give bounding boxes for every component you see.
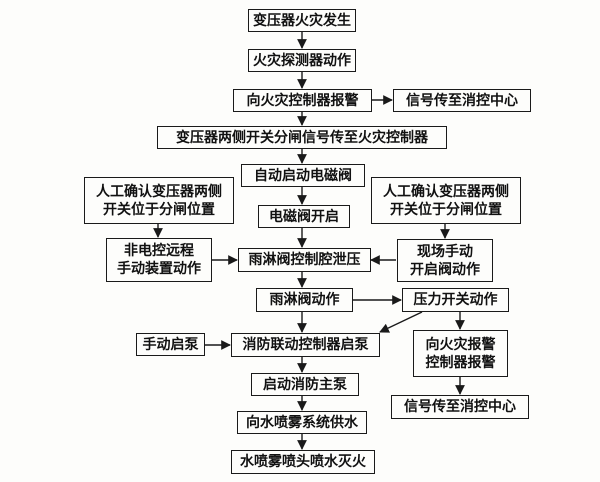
- node-pressure-switch: 压力开关动作: [402, 288, 509, 312]
- node-fire-detector: 火灾探测器动作: [248, 49, 356, 72]
- node-label-line2: 开关位于分闸位置: [103, 201, 215, 218]
- node-alarm-to-controller: 向火灾控制器报警: [233, 89, 372, 112]
- node-signal-to-center-top: 信号传至消控中心: [393, 89, 531, 112]
- node-label: 向水喷雾系统供水: [246, 414, 358, 431]
- node-manual-confirm-left: 人工确认变压器两侧 开关位于分闸位置: [84, 177, 234, 224]
- node-label: 火灾探测器动作: [253, 52, 351, 69]
- node-label: 水喷雾喷头喷水灭火: [240, 454, 366, 470]
- node-deluge-chamber-release: 雨淋阀控制腔泄压: [238, 248, 371, 272]
- node-label: 变压器两侧开关分闸信号传至火灾控制器: [176, 129, 428, 146]
- node-start-main-pump: 启动消防主泵: [251, 373, 359, 396]
- node-breaker-open-signal: 变压器两侧开关分闸信号传至火灾控制器: [157, 126, 447, 149]
- node-label-line1: 人工确认变压器两侧: [383, 183, 509, 200]
- node-valve-open: 电磁阀开启: [258, 205, 350, 228]
- node-remote-manual-device: 非电控远程 手动装置动作: [106, 238, 212, 282]
- node-label: 向火灾控制器报警: [246, 92, 359, 109]
- node-water-supply: 向水喷雾系统供水: [237, 411, 367, 434]
- node-label: 信号传至消控中心: [406, 92, 518, 109]
- arrow-pressure-to-linkage: [379, 311, 423, 333]
- node-label: 启动消防主泵: [263, 376, 347, 393]
- node-label: 手动启泵: [142, 336, 199, 353]
- node-signal-to-center-bottom: 信号传至消控中心: [391, 395, 529, 419]
- node-label: 消防联动控制器启泵: [242, 337, 369, 353]
- node-nozzle-extinguish: 水喷雾喷头喷水灭火: [231, 450, 375, 474]
- node-label-line1: 现场手动: [417, 243, 473, 260]
- node-label: 电磁阀开启: [269, 208, 339, 225]
- node-label: 信号传至消控中心: [404, 399, 516, 415]
- node-label-line1: 向火灾报警: [425, 336, 496, 353]
- node-label-line1: 非电控远程: [124, 243, 194, 259]
- node-linkage-controller-pump: 消防联动控制器启泵: [231, 333, 380, 357]
- node-label: 自动启动电磁阀: [254, 167, 352, 184]
- node-auto-start-valve: 自动启动电磁阀: [241, 164, 365, 187]
- node-label: 雨淋阀动作: [269, 292, 340, 308]
- node-label-line2: 手动装置动作: [117, 261, 201, 277]
- node-onsite-manual-valve: 现场手动 开启阀动作: [397, 239, 493, 282]
- node-label: 雨淋阀控制腔泄压: [248, 252, 361, 268]
- node-alarm-controller-alarm: 向火灾报警 控制器报警: [413, 330, 508, 377]
- node-label: 压力开关动作: [413, 292, 498, 308]
- node-label-line2: 开启阀动作: [410, 261, 480, 278]
- node-label-line1: 人工确认变压器两侧: [96, 183, 222, 200]
- node-label-line2: 控制器报警: [425, 354, 496, 371]
- node-deluge-valve-action: 雨淋阀动作: [256, 288, 353, 312]
- node-manual-confirm-right: 人工确认变压器两侧 开关位于分闸位置: [371, 177, 521, 224]
- node-manual-pump: 手动启泵: [136, 333, 205, 356]
- node-transformer-fire: 变压器火灾发生: [248, 9, 356, 32]
- node-label: 变压器火灾发生: [253, 12, 351, 29]
- node-label-line2: 开关位于分闸位置: [390, 201, 502, 218]
